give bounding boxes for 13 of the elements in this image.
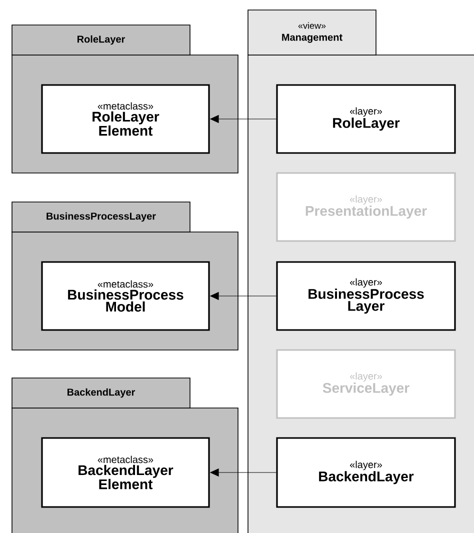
class-box: «layer» RoleLayer [276, 84, 456, 154]
class-box: «layer» BusinessProcess Layer [276, 261, 456, 331]
class-box: «metaclass» BusinessProcess Model [41, 261, 210, 331]
class-box: «layer» BackendLayer [276, 437, 456, 508]
node-label: BackendLayer [67, 388, 136, 398]
class-box: «metaclass» RoleLayer Element [41, 84, 210, 154]
class-box: «layer» ServiceLayer [276, 349, 456, 419]
node-label: Management [282, 34, 342, 43]
node-label: RoleLayer [77, 35, 126, 45]
node-label: BusinessProcessLayer [46, 212, 156, 222]
class-box: «metaclass» BackendLayer Element [41, 437, 210, 508]
class-box: «layer» PresentationLayer [276, 172, 456, 242]
node-label: «view» [298, 22, 326, 29]
